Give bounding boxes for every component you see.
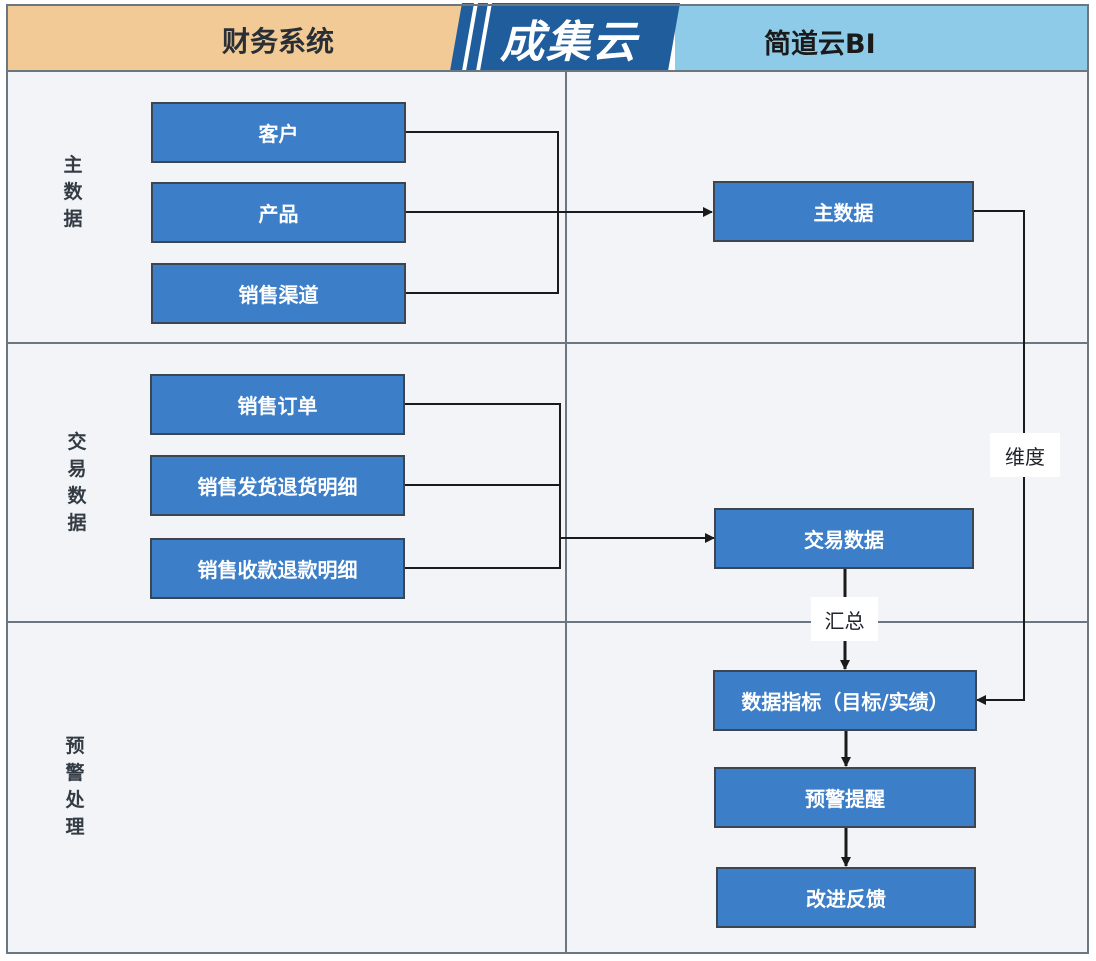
edge-receipt xyxy=(404,538,561,569)
node-customer: 客户 xyxy=(151,102,406,163)
edge-channel xyxy=(405,212,559,294)
right-header-bg xyxy=(675,5,1088,71)
finance-system-title: 财务系统 xyxy=(222,25,335,58)
node-shipment-return-detail: 销售发货退货明细 xyxy=(150,455,405,516)
node-product: 产品 xyxy=(151,182,406,243)
brand-logo-text: 成集云 xyxy=(500,17,638,68)
edge-label-dimension: 维度 xyxy=(990,433,1060,477)
edge-order xyxy=(404,403,561,538)
node-improvement-feedback: 改进反馈 xyxy=(716,867,976,928)
node-data-metrics: 数据指标（目标/实绩） xyxy=(713,670,977,731)
node-alert-reminder: 预警提醒 xyxy=(714,767,976,828)
node-receipt-refund-detail: 销售收款退款明细 xyxy=(150,538,405,599)
bi-system-title: 简道云BI xyxy=(764,29,876,60)
lane-label-alert-handling: 预警处理 xyxy=(65,735,85,838)
node-master-data: 主数据 xyxy=(713,181,974,242)
node-transaction-data: 交易数据 xyxy=(714,508,974,569)
left-header-bg xyxy=(7,5,462,71)
edge-label-aggregate: 汇总 xyxy=(811,597,878,641)
node-sales-order: 销售订单 xyxy=(150,374,405,435)
brand-stripe-1 xyxy=(450,3,474,71)
node-sales-channel: 销售渠道 xyxy=(151,263,406,324)
lane-label-transaction-data: 交易数据 xyxy=(67,431,87,534)
lane-label-master-data: 主数据 xyxy=(63,154,83,230)
brand-banner xyxy=(480,3,680,71)
outer-border xyxy=(6,4,1089,954)
brand-stripe-2 xyxy=(466,3,488,71)
edge-customer xyxy=(405,131,559,212)
